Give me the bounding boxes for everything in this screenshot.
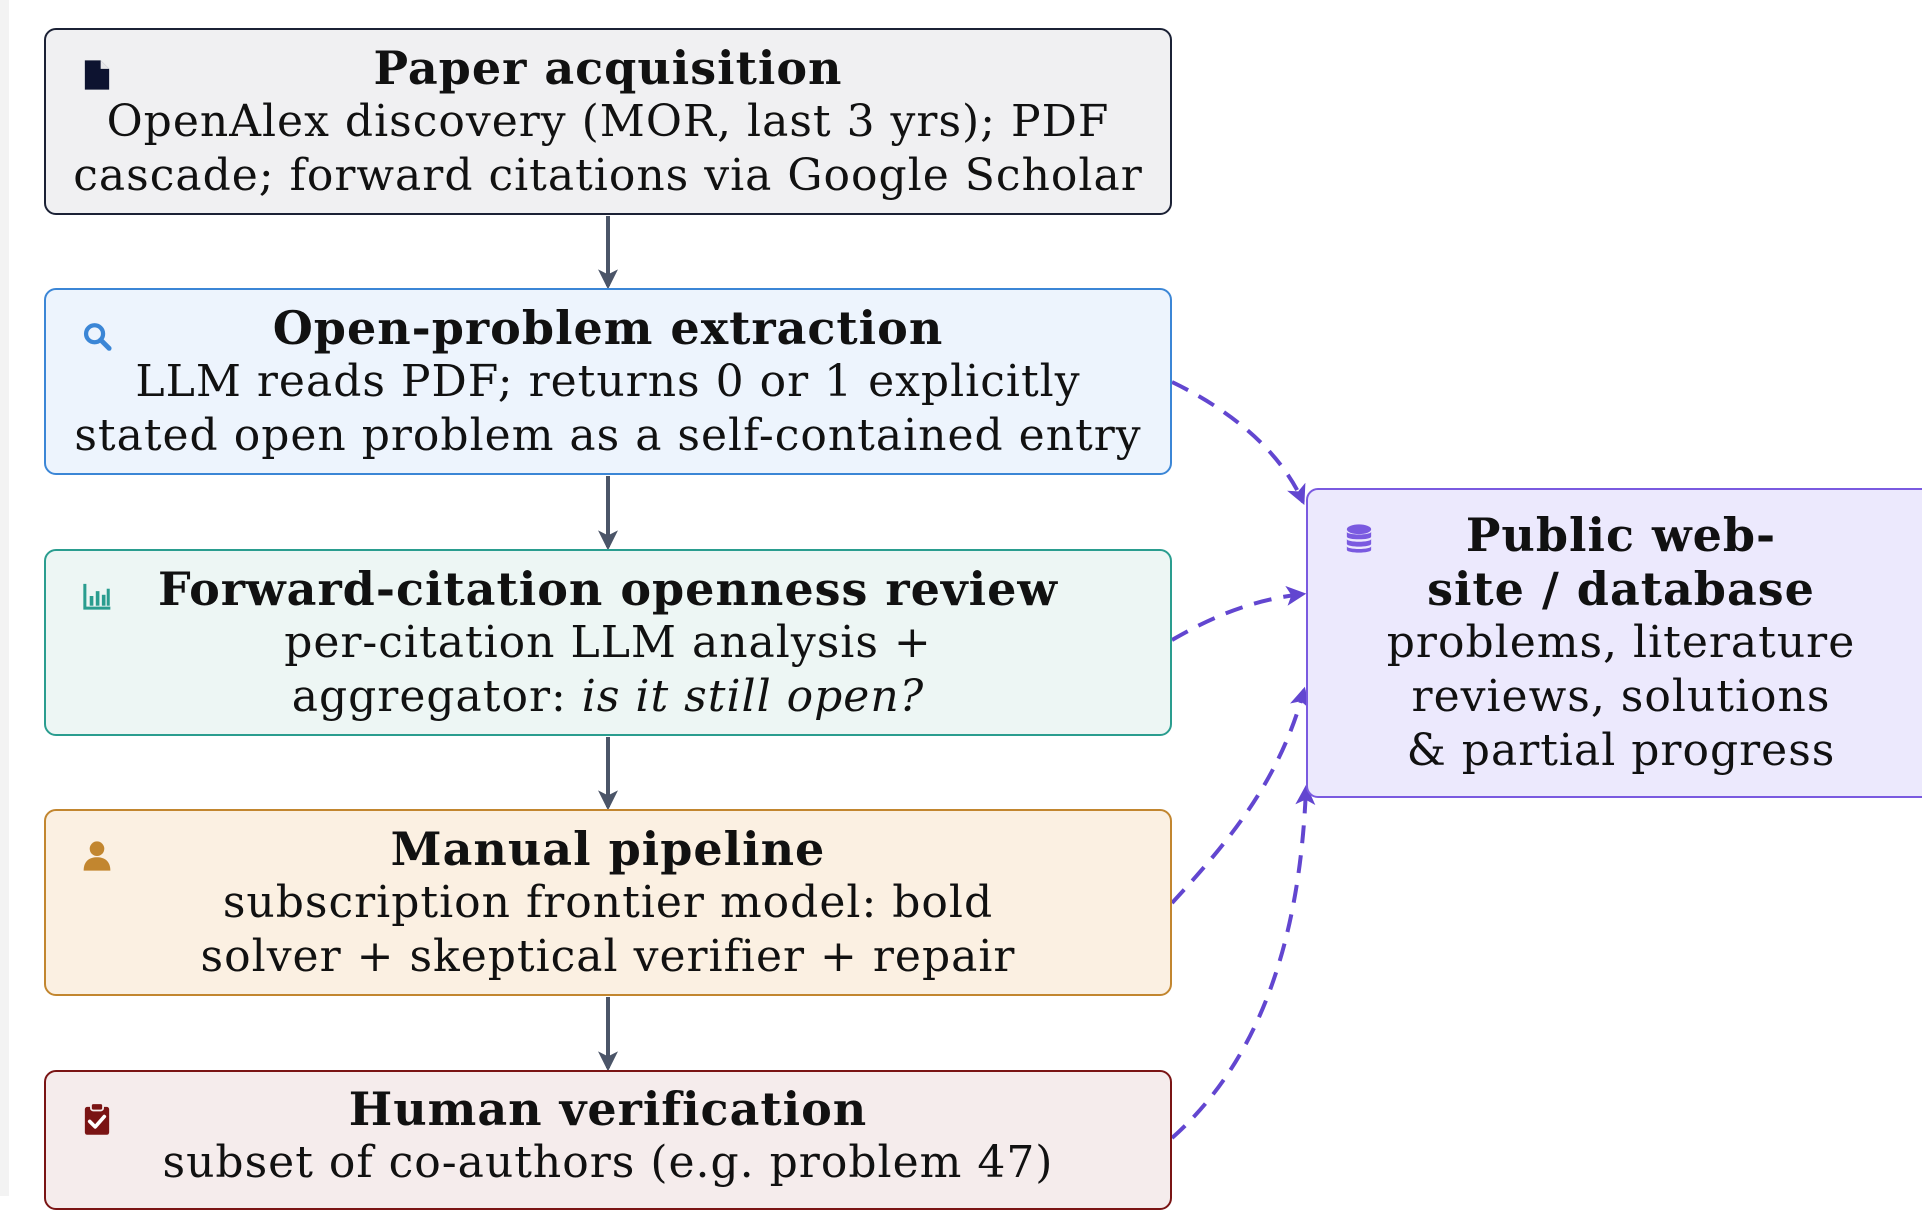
clipboard-check-icon xyxy=(82,1102,112,1136)
database-description-line: reviews, solutions xyxy=(1411,671,1831,722)
file-icon xyxy=(82,58,112,92)
link-review-to-database xyxy=(1170,585,1307,642)
user-icon xyxy=(82,839,112,873)
manual-pipeline-box: Manual pipeline subscription frontier mo… xyxy=(44,809,1172,996)
forward-citation-review-box: Forward-citation openness review per-cit… xyxy=(44,549,1172,736)
link-extraction-to-database xyxy=(1171,380,1306,506)
public-database-box: Public web- site / database problems, li… xyxy=(1306,488,1922,798)
step-description-line: per-citation LLM analysis + xyxy=(284,616,932,668)
step-title: Manual pipeline xyxy=(390,821,826,876)
database-icon xyxy=(1344,522,1374,556)
bar-chart-icon xyxy=(82,579,112,613)
step-title: Paper acquisition xyxy=(373,40,843,95)
step-description-line: cascade; forward citations via Google Sc… xyxy=(73,149,1143,201)
step-title: Human verification xyxy=(348,1082,868,1136)
step-description-line: LLM reads PDF; returns 0 or 1 explicitly xyxy=(135,355,1081,407)
step-title: Forward-citation openness review xyxy=(157,561,1058,616)
link-human-to-database xyxy=(1170,784,1316,1140)
open-problem-extraction-box: Open-problem extraction LLM reads PDF; r… xyxy=(44,288,1172,475)
step-title: Open-problem extraction xyxy=(272,300,944,355)
database-description-line: problems, literature xyxy=(1386,617,1856,668)
database-title-line: site / database xyxy=(1427,562,1815,616)
step-description-line: aggregator: is it still open? xyxy=(46,670,1170,724)
left-margin-strip xyxy=(0,0,9,1196)
step-description-line: OpenAlex discovery (MOR, last 3 yrs); PD… xyxy=(106,95,1110,147)
question-prefix: aggregator: xyxy=(291,670,582,722)
step-description-line: solver + skeptical verifier + repair xyxy=(200,930,1016,982)
search-icon xyxy=(82,318,112,352)
link-manual-to-database xyxy=(1170,686,1310,905)
human-verification-box: Human verification subset of co-authors … xyxy=(44,1070,1172,1210)
openness-question: is it still open? xyxy=(581,670,925,722)
step-description-line: stated open problem as a self-contained … xyxy=(74,409,1142,461)
database-description-line: & partial progress xyxy=(1406,725,1836,776)
paper-acquisition-box: Paper acquisition OpenAlex discovery (MO… xyxy=(44,28,1172,215)
database-title-line: Public web- xyxy=(1465,508,1777,562)
step-description-line: subset of co-authors (e.g. problem 47) xyxy=(162,1137,1054,1188)
step-description-line: subscription frontier model: bold xyxy=(222,876,994,928)
